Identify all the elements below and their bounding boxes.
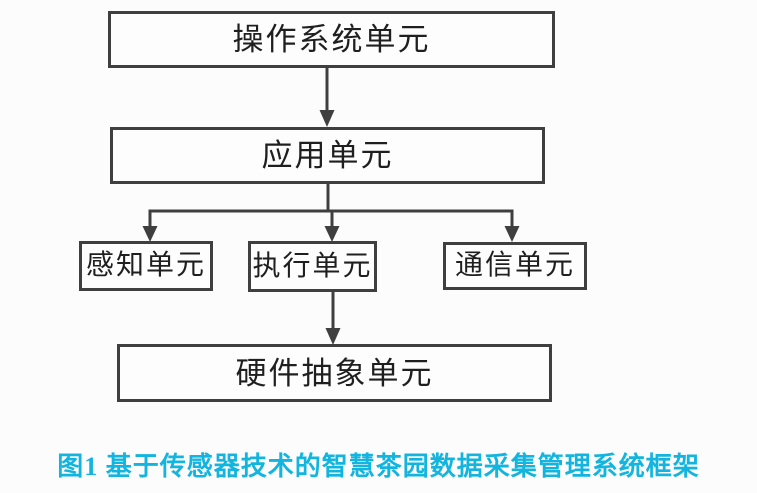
node-application-unit-label: 应用单元 bbox=[261, 138, 394, 173]
node-perception-unit: 感知单元 bbox=[79, 241, 213, 291]
arrow-os-to-app bbox=[319, 68, 335, 127]
arrow-branch-to-perception bbox=[142, 209, 158, 242]
node-operating-system-unit-label: 操作系统单元 bbox=[232, 22, 431, 57]
node-perception-unit-label: 感知单元 bbox=[85, 250, 206, 281]
node-execution-unit: 执行单元 bbox=[248, 241, 377, 292]
node-hardware-abstraction-unit-label: 硬件抽象单元 bbox=[235, 355, 434, 391]
node-hardware-abstraction-unit: 硬件抽象单元 bbox=[117, 344, 552, 402]
node-communication-unit-label: 通信单元 bbox=[454, 250, 575, 281]
arrow-branch-to-execution bbox=[324, 209, 340, 242]
node-communication-unit: 通信单元 bbox=[443, 242, 587, 290]
arrow-branch-to-communication bbox=[504, 209, 520, 242]
connector-branch-rail bbox=[148, 184, 514, 213]
figure-caption: 图1 基于传感器技术的智慧茶园数据采集管理系统框架 bbox=[57, 452, 700, 481]
node-application-unit: 应用单元 bbox=[110, 127, 545, 184]
node-execution-unit-label: 执行单元 bbox=[252, 250, 373, 282]
node-operating-system-unit: 操作系统单元 bbox=[108, 11, 555, 68]
arrow-execution-to-hal bbox=[325, 292, 341, 345]
